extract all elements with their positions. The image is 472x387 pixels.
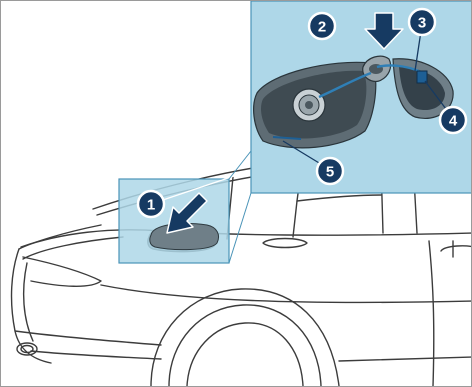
callout-1: 1: [138, 191, 164, 217]
svg-text:5: 5: [326, 164, 334, 181]
svg-text:1: 1: [147, 197, 155, 214]
callout-3: 3: [409, 9, 435, 35]
callout-5: 5: [317, 158, 343, 184]
callout-2: 2: [309, 13, 335, 39]
svg-text:3: 3: [418, 15, 426, 32]
callout-4: 4: [440, 107, 466, 133]
svg-text:4: 4: [449, 113, 458, 130]
svg-text:2: 2: [318, 19, 326, 36]
